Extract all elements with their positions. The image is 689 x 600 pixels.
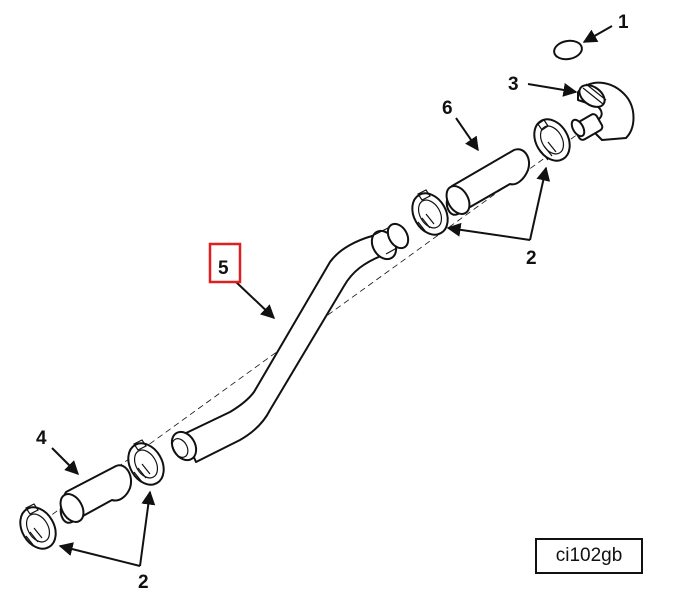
hose-clamp-lower-middle [127,439,165,486]
leader-5 [235,281,276,319]
callout-2-upper: 2 [526,248,537,269]
reference-code-box: ci102gb [535,538,643,574]
leader-2a-middle [446,222,531,241]
callout-5-highlight [208,242,242,284]
callout-2-lower: 2 [138,572,149,593]
leader-2a-upper [529,166,551,241]
reference-code: ci102gb [555,545,623,566]
short-hose-lower [59,464,132,524]
hose-clamp-middle [411,189,449,236]
o-ring [553,39,583,61]
leader-6 [455,117,479,152]
bent-tube [170,222,410,463]
callout-6: 6 [442,98,453,119]
callout-3: 3 [508,74,519,95]
elbow-fitting [570,81,635,141]
leader-4 [51,447,79,475]
short-hose-upper [445,148,530,216]
hose-clamp-upper-right [533,118,571,162]
callout-5: 5 [218,258,229,279]
leader-2b-left [58,542,141,567]
hose-clamp-lower-left [19,503,57,550]
leader-1 [582,25,613,43]
leader-3 [527,83,578,97]
callout-1: 1 [618,12,629,33]
leader-2b-middle [139,490,156,567]
callout-4: 4 [36,428,47,449]
